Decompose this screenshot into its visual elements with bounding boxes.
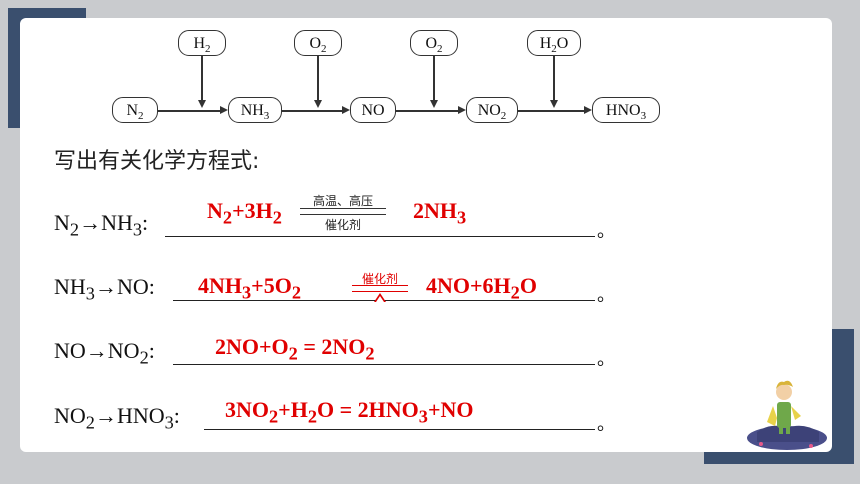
arrow-o2-down-2 xyxy=(433,56,435,100)
arrowhead xyxy=(550,100,558,108)
reagent-h2o-box: H2O xyxy=(527,30,581,56)
intro-instruction: 写出有关化学方程式: xyxy=(54,149,260,174)
slide-card: H2 O2 O2 H2O N2 NH3 NO NO2 HNO3 xyxy=(20,18,832,452)
answer-blank-4[interactable] xyxy=(204,429,595,430)
arrow-h2-down xyxy=(201,56,203,100)
heat-triangle-inner xyxy=(376,296,384,302)
arrow-o2-down-1 xyxy=(317,56,319,100)
period: 。 xyxy=(597,349,615,369)
species-n2-box: N2 xyxy=(112,97,158,123)
equation-row-1: N2→NH3: xyxy=(54,210,148,240)
reaction-flow-diagram: H2 O2 O2 H2O N2 NH3 NO NO2 HNO3 xyxy=(20,18,832,138)
row-label: NO2→HNO3: xyxy=(54,403,180,433)
answer-4: 3NO2+H2O = 2HNO3+NO xyxy=(225,397,474,427)
arrowhead xyxy=(198,100,206,108)
condition-top-1: 高温、高压 xyxy=(312,194,373,208)
arrow-h2o-down xyxy=(553,56,555,100)
answer-1-left: N2+3H2 xyxy=(207,198,282,228)
species-no-box: NO xyxy=(350,97,396,123)
reagent-h2-box: H2 xyxy=(178,30,226,56)
arrowhead xyxy=(430,100,438,108)
answer-blank-3[interactable] xyxy=(173,364,595,365)
equation-row-2: NH3→NO: xyxy=(54,274,155,304)
arrowhead xyxy=(342,106,350,114)
arrow-no2-hno3 xyxy=(518,110,584,112)
arrowhead xyxy=(314,100,322,108)
condition-bottom-1: 催化剂 xyxy=(324,218,361,232)
row-label: NO→NO2: xyxy=(54,338,155,368)
equation-row-3: NO→NO2: xyxy=(54,338,155,368)
row-label: NH3→NO: xyxy=(54,274,155,304)
answer-2-right: 4NO+6H2O xyxy=(426,273,537,303)
little-prince-illustration xyxy=(741,372,829,450)
reagent-o2-box-1: O2 xyxy=(294,30,342,56)
period: 。 xyxy=(597,221,615,241)
equals-sign-2 xyxy=(352,285,408,292)
period: 。 xyxy=(597,414,615,434)
answer-blank-1[interactable] xyxy=(165,236,595,237)
species-hno3-box: HNO3 xyxy=(592,97,660,123)
equilibrium-sign-1 xyxy=(300,208,386,215)
answer-2-left: 4NH3+5O2 xyxy=(198,273,301,303)
equation-row-4: NO2→HNO3: xyxy=(54,403,180,433)
arrow-n2-nh3 xyxy=(158,110,220,112)
condition-top-2: 催化剂 xyxy=(361,272,398,286)
answer-1-right: 2NH3 xyxy=(413,198,467,228)
arrowhead xyxy=(584,106,592,114)
row-label: N2→NH3: xyxy=(54,210,149,240)
arrow-no-no2 xyxy=(396,110,458,112)
arrowhead xyxy=(458,106,466,114)
arrowhead xyxy=(220,106,228,114)
species-nh3-box: NH3 xyxy=(228,97,282,123)
answer-3: 2NO+O2 = 2NO2 xyxy=(215,334,375,364)
arrow-nh3-no xyxy=(282,110,342,112)
species-no2-box: NO2 xyxy=(466,97,518,123)
reagent-o2-box-2: O2 xyxy=(410,30,458,56)
period: 。 xyxy=(597,285,615,305)
